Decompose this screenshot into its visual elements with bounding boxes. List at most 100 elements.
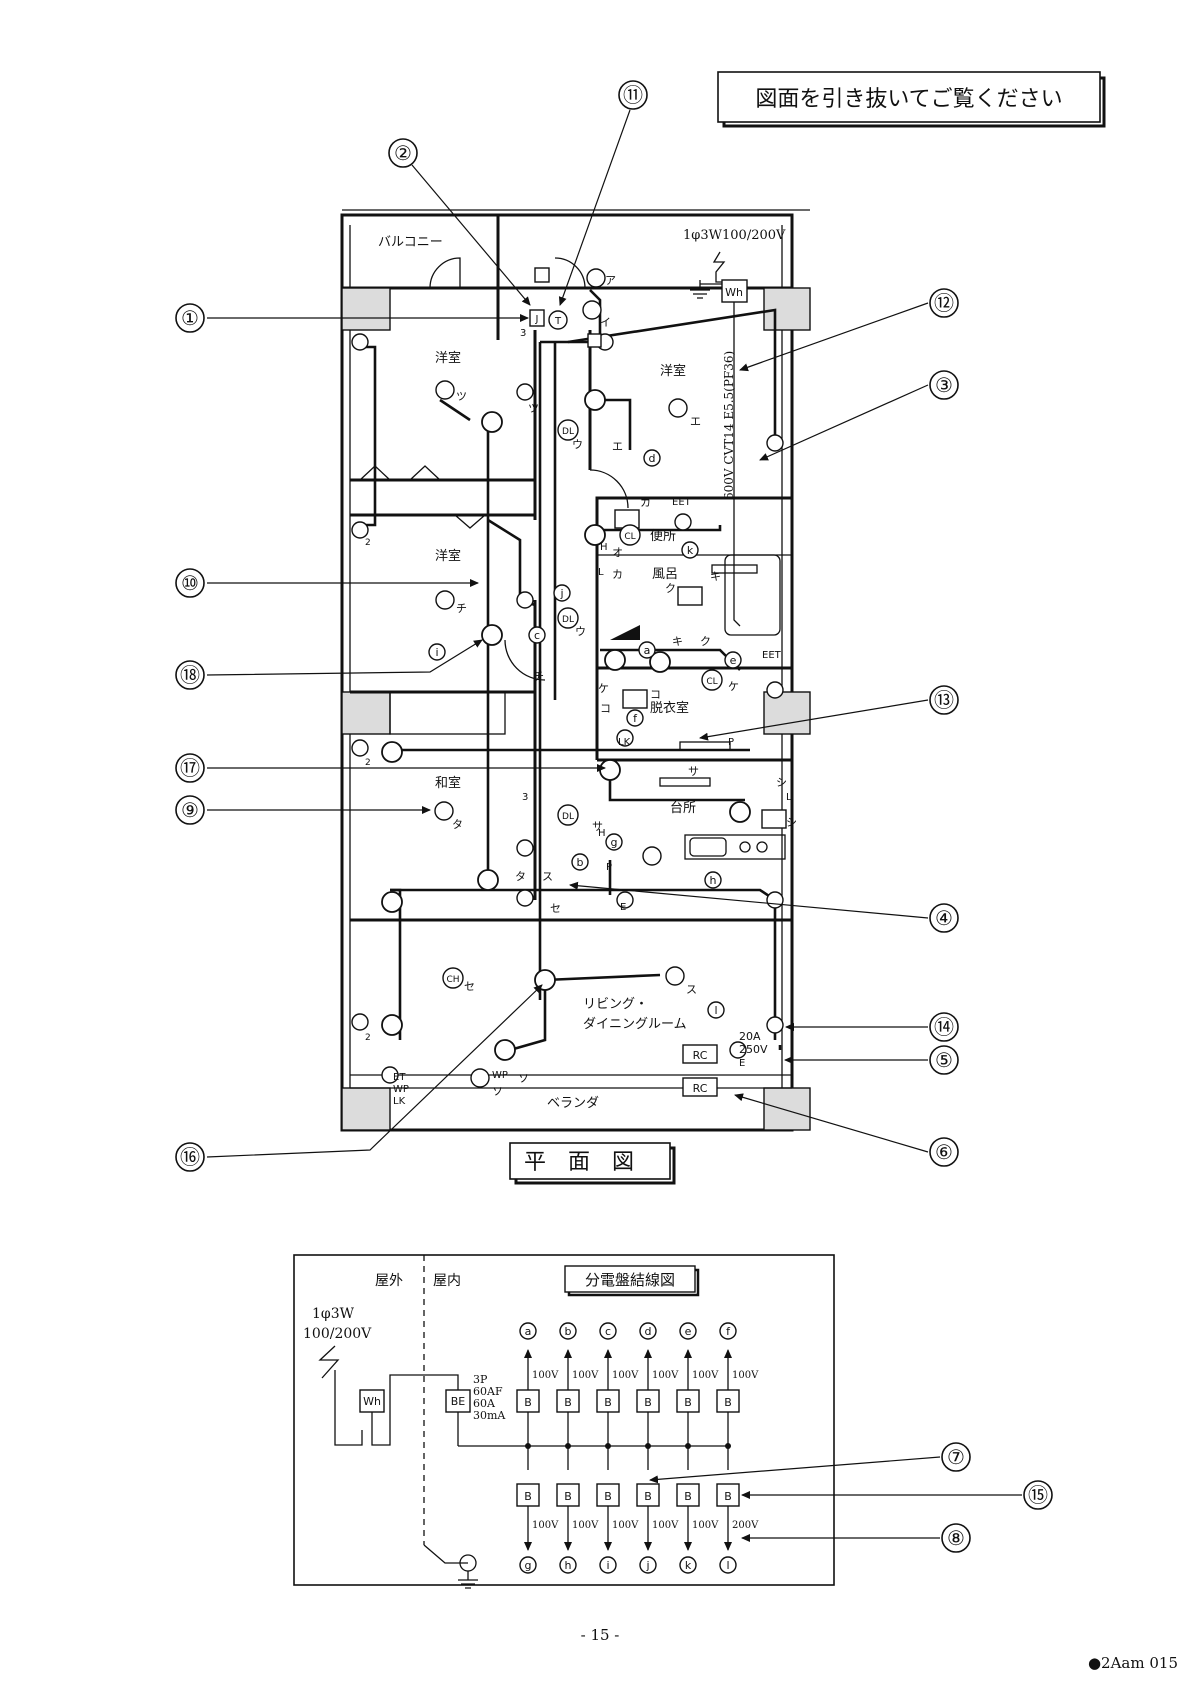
pendant-light <box>434 801 454 821</box>
cl-symbol <box>701 669 723 691</box>
pillar <box>341 1087 391 1131</box>
callout-17-label: ⑰ <box>180 756 200 780</box>
top-breaker-box <box>516 1389 540 1413</box>
callout-18-label: ⑱ <box>180 663 200 687</box>
closet-doors <box>359 465 486 529</box>
kana-e-2: エ <box>612 440 623 453</box>
callout-14 <box>929 1012 959 1042</box>
lk-label: LK <box>393 1096 406 1107</box>
panel-board-symbol <box>610 625 640 640</box>
top-branch-voltage: 100V <box>652 1370 679 1381</box>
bottom-breaker-label: B <box>604 1490 612 1503</box>
service-cable <box>733 302 741 627</box>
bathtub <box>724 554 781 636</box>
ceiling-light <box>665 966 685 986</box>
ground-icon <box>690 280 710 299</box>
junction-box <box>477 869 499 891</box>
joint-label: J <box>535 314 539 325</box>
bottom-branch-voltage: 200V <box>732 1520 759 1531</box>
ceiling-light <box>435 590 455 610</box>
bottom-circuit-letter: j <box>645 1559 649 1572</box>
leader-18 <box>206 639 483 676</box>
kitchen-counter <box>684 834 786 860</box>
callout-10 <box>175 568 205 598</box>
bottom-circuit-circle <box>599 1556 617 1574</box>
room-toilet: 便所 <box>650 529 676 544</box>
bottom-circuit-letter: g <box>525 1559 532 1572</box>
panel-meter-wire <box>371 1374 459 1446</box>
callout-16-label: ⑯ <box>180 1145 200 1169</box>
plan-circuit-labels: a b c d e f g h i j k l <box>428 449 742 1019</box>
panel-frame <box>293 1254 835 1586</box>
ch-label: CH <box>446 975 459 985</box>
bottom-breaker-label: B <box>724 1490 732 1503</box>
callout-4 <box>929 903 959 933</box>
outlet-symbol <box>351 333 369 351</box>
top-circuit-circle <box>559 1322 577 1340</box>
circuit-j: j <box>559 587 563 600</box>
callout-13-label: ⑬ <box>934 688 954 712</box>
circuit-circle-i <box>428 643 446 661</box>
bottom-branch-voltage: 100V <box>692 1520 719 1531</box>
lamp-symbol <box>582 300 602 320</box>
outlet-symbol <box>381 1066 399 1084</box>
service-drop-icon <box>712 251 726 283</box>
bus-tap-dot <box>565 1443 571 1449</box>
callout-8-label: ⑧ <box>947 1526 965 1550</box>
junction-box <box>584 389 606 411</box>
earth-mark: E <box>739 1058 745 1069</box>
light-bar <box>679 741 731 751</box>
outlet-symbol <box>766 681 784 699</box>
top-breaker-box <box>636 1389 660 1413</box>
callout-7 <box>941 1442 971 1472</box>
room-bath: 風呂 <box>652 567 678 582</box>
service-entrance: 1φ3W100/200V Wh 600V CVT14 E5.5(PF36) <box>683 228 786 627</box>
wire-toilet <box>600 525 722 532</box>
top-breaker-box <box>676 1389 700 1413</box>
top-breaker-label: B <box>564 1396 572 1409</box>
circuit-circle-b <box>571 853 589 871</box>
callout-3 <box>929 370 959 400</box>
circuit-circle-g <box>605 833 623 851</box>
timer-switch <box>548 310 568 330</box>
cl-label: CL <box>706 677 717 687</box>
kana-a: ア <box>605 274 616 287</box>
circuit-circle-j <box>553 584 571 602</box>
leader-16 <box>206 984 543 1158</box>
h-label-2: H <box>598 828 606 839</box>
doc-code: ●2Aam 015 <box>1088 1654 1178 1672</box>
lk-label-2: LK <box>618 737 631 748</box>
callout-2-label: ② <box>394 141 412 165</box>
eet-label: EET <box>672 497 692 508</box>
circuit-f: f <box>633 712 638 725</box>
callout-2 <box>388 138 418 168</box>
top-circuit-circle <box>679 1322 697 1340</box>
kana-ko: コ <box>600 702 611 715</box>
top-circuit-letter: c <box>605 1325 611 1338</box>
circuit-circle-h <box>704 871 722 889</box>
supply-label: 1φ3W100/200V <box>683 228 786 243</box>
cl-symbol <box>619 524 641 546</box>
wire-veranda <box>509 980 547 1052</box>
junction-box <box>381 891 403 913</box>
pillar <box>341 691 391 735</box>
callout-17 <box>175 753 205 783</box>
cl-label: CL <box>624 532 635 542</box>
outlet-symbol <box>351 739 369 757</box>
top-circuit-letter: f <box>726 1325 731 1338</box>
kana-u-2: ウ <box>575 625 586 638</box>
top-branch-voltage: 100V <box>532 1370 559 1381</box>
kana-i: イ <box>600 316 611 329</box>
p-label: P <box>728 737 734 748</box>
plan-title: 平面図 <box>524 1150 656 1175</box>
et-label: ET <box>393 1072 406 1083</box>
top-breaker-box <box>556 1389 580 1413</box>
kana-ku-2: ク <box>700 635 711 648</box>
outlet-symbol <box>616 729 634 747</box>
kana-se-2: セ <box>464 980 475 993</box>
top-circuit-circle <box>719 1322 737 1340</box>
wire-western-2-light <box>595 398 632 450</box>
top-breaker-label: B <box>724 1396 732 1409</box>
junction-boxes <box>381 389 751 1061</box>
circuit-circle-c <box>528 626 546 644</box>
